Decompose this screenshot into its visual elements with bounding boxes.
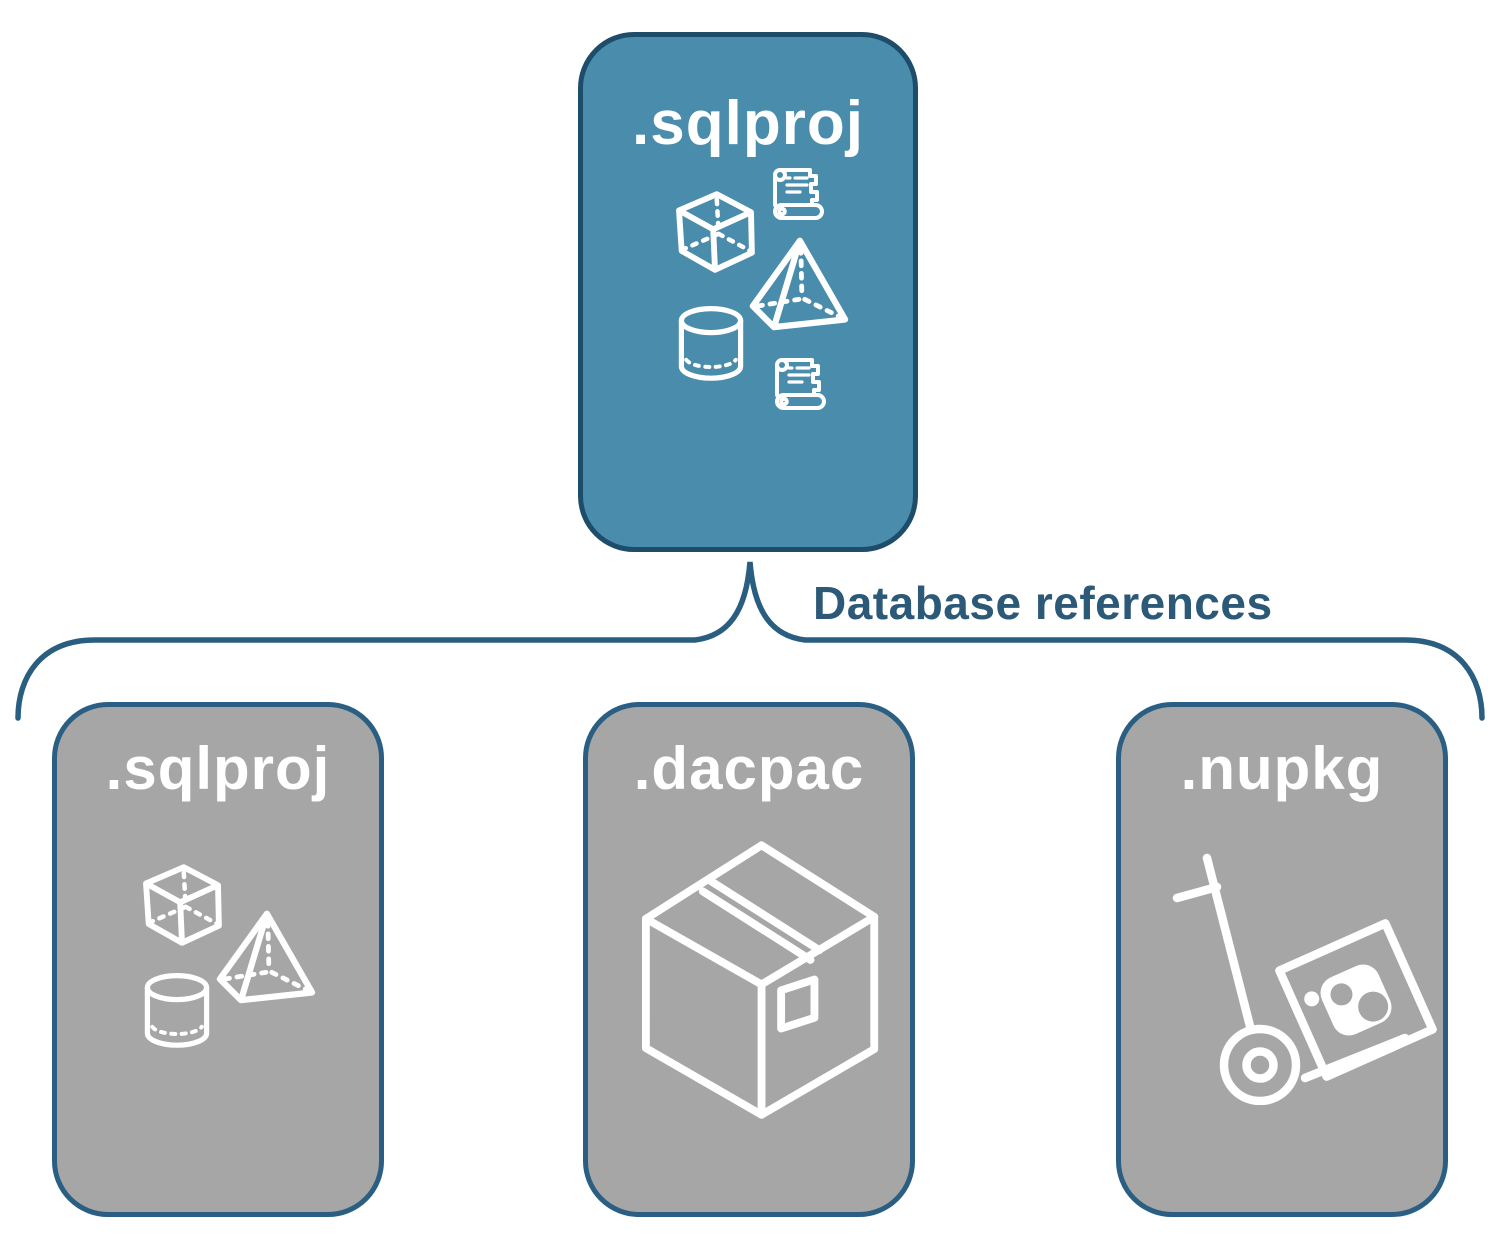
pyramid-icon bbox=[212, 908, 318, 1004]
pyramid-icon bbox=[745, 235, 851, 331]
card-nupkg-reference: .nupkg bbox=[1116, 702, 1448, 1217]
cylinder-icon bbox=[675, 303, 747, 383]
card-sqlproj-root: .sqlproj bbox=[578, 32, 918, 552]
card-title-sqlproj: .sqlproj bbox=[105, 735, 331, 802]
sql-script-scroll-icon bbox=[768, 353, 832, 413]
card-title-dacpac: .dacpac bbox=[633, 735, 865, 802]
connector-label: Database references bbox=[813, 577, 1273, 629]
card-dacpac-reference: .dacpac bbox=[583, 702, 915, 1217]
cylinder-icon bbox=[141, 969, 213, 1051]
sql-script-scroll-icon bbox=[766, 163, 830, 223]
card-title-nupkg: .nupkg bbox=[1180, 735, 1384, 802]
package-box-icon bbox=[641, 838, 886, 1123]
hand-truck-nuget-package-icon bbox=[1161, 835, 1446, 1105]
card-sqlproj-reference: .sqlproj bbox=[52, 702, 384, 1217]
card-title-sqlproj-root: .sqlproj bbox=[632, 89, 864, 158]
